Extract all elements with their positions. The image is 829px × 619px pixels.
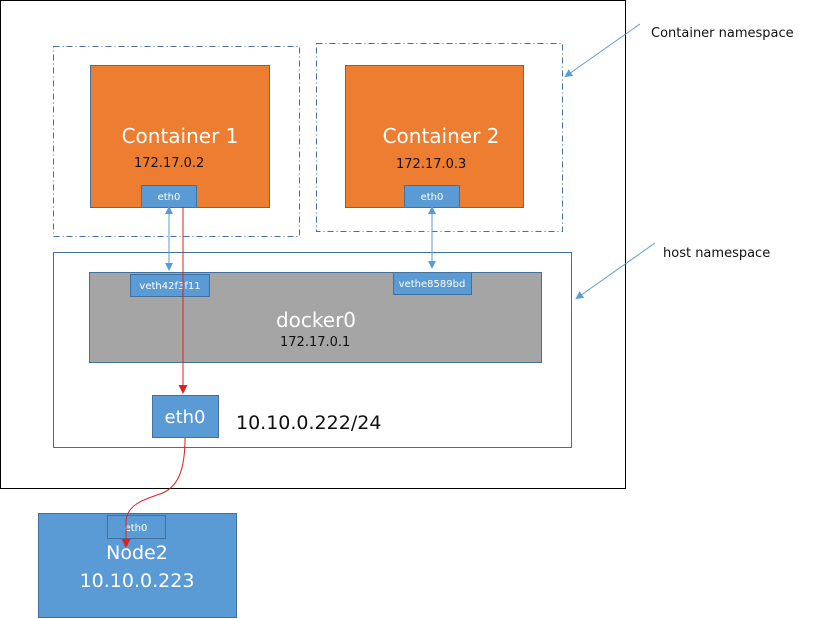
container-namespace-label: Container namespace [651, 26, 794, 41]
container-2-ip: 172.17.0.3 [396, 157, 466, 172]
host-namespace-label: host namespace [663, 246, 770, 261]
container-2-name: Container 2 [383, 124, 500, 148]
container-2-box [345, 65, 524, 208]
callout-container-namespace [564, 23, 641, 78]
host-eth0[interactable] [152, 395, 219, 438]
container-namespace-1 [53, 46, 300, 237]
container-1-box [90, 65, 270, 208]
container-1-name: Container 1 [122, 124, 239, 148]
host-machine-frame [0, 0, 626, 489]
packet-path-host-to-node2 [121, 437, 186, 548]
host-eth0-label: eth0 [165, 407, 206, 428]
veth-2-label: vethe8589bd [399, 279, 466, 290]
container-1-ip: 172.17.0.2 [134, 156, 204, 171]
container-1-eth0-label: eth0 [158, 192, 181, 203]
callout-host-namespace [575, 242, 656, 300]
node2-ip: 10.10.0.223 [80, 570, 195, 592]
node2-eth0[interactable] [107, 515, 166, 539]
node2-name: Node2 [106, 542, 168, 564]
host-eth0-ip: 10.10.0.222/24 [236, 412, 381, 434]
docker0-ip: 172.17.0.1 [280, 335, 350, 350]
veth-2[interactable] [393, 272, 472, 295]
node2-eth0-label: eth0 [125, 523, 148, 534]
container-namespace-2 [316, 43, 563, 232]
veth-1-label: veth42f3f11 [139, 281, 200, 292]
veth-1[interactable] [130, 274, 210, 297]
host-namespace-box [53, 252, 572, 448]
container-2-eth0-label: eth0 [421, 192, 444, 203]
docker0-name: docker0 [276, 308, 356, 332]
